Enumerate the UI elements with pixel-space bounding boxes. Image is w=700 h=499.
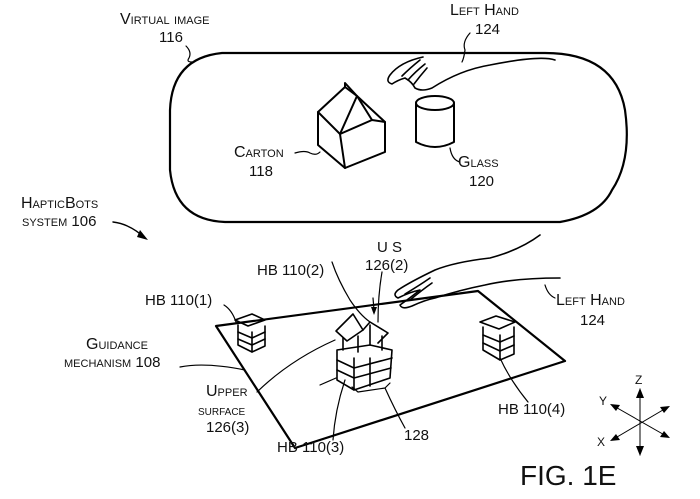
virtual-image-label: Virtual image [120,11,210,28]
hapticbots-ref: system 106 [22,213,97,230]
haptic-bot-2-3 [335,313,393,391]
hb2-label: HB 110(2) [257,262,325,279]
leader-116 [185,45,193,63]
axis-z-label: Z [635,373,643,387]
upper-surface-label: Upper [206,383,248,400]
axis-indicator [611,388,669,456]
left-hand-top-label: Left Hand [450,2,519,19]
axis-arrowheads [610,388,670,456]
hb3-side-line [319,377,337,386]
axis-y-label: Y [599,394,608,408]
hapticbots-label: HapticBots [21,195,99,212]
us-label: U S [377,239,403,256]
glass-icon [415,95,455,148]
upper-surface-label-2: surface [198,402,246,418]
carton-label: Carton [234,144,284,161]
leader-hb4 [499,357,529,403]
leader-us-126-2 [377,271,383,323]
ref-128-label: 128 [404,427,430,444]
leader-hb2 [331,261,371,323]
leader-128-bracket [351,382,391,393]
hb4-label: HB 110(4) [498,401,566,418]
leader-guidance [179,364,246,371]
carton-icon [317,82,386,169]
leader-124-bottom [544,284,556,299]
figure-label: FIG. 1E [520,460,617,491]
leader-upper-surface [256,339,336,393]
left-hand-bottom-label: Left Hand [556,292,625,309]
guidance-ref: mechanism 108 [64,354,161,371]
leader-hb3 [332,379,346,441]
hb3-label: HB 110(3) [277,439,345,456]
guidance-plane [214,289,567,450]
leader-hb1 [223,304,237,323]
left-hand-top-icon [387,56,556,91]
leader-120 [449,147,461,163]
virtual-image-ref: 116 [159,29,183,46]
leader-124-top [461,32,471,63]
leader-128 [384,387,406,429]
guidance-label: Guidance [86,336,148,353]
haptic-bot-4 [479,315,516,361]
leader-118 [294,150,321,155]
upper-surface-ref: 126(3) [206,419,250,436]
carton-ref: 118 [249,163,273,180]
virtual-image-frame [168,51,628,224]
us-ref: 126(2) [365,257,409,274]
left-hand-bottom-icon [394,234,561,309]
glass-ref: 120 [469,173,495,190]
axis-x-label: X [597,435,606,449]
glass-label: Glass [458,154,499,171]
left-hand-bottom-ref: 124 [580,312,606,329]
haptic-bot-1 [234,313,266,353]
left-hand-top-ref: 124 [475,21,501,38]
hb1-label: HB 110(1) [145,292,213,309]
